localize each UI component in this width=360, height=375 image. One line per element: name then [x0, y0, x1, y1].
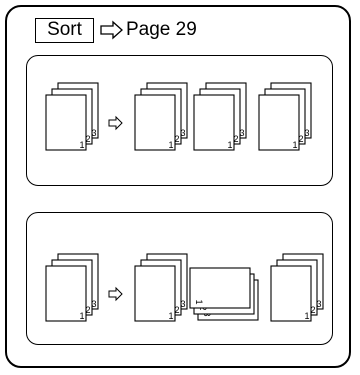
sheet-front-rotated — [189, 267, 251, 309]
sort-label-box: Sort — [35, 18, 94, 43]
sheet-number-1: 1 — [168, 140, 173, 150]
panel-portrait-sort — [26, 55, 333, 186]
sheet-number-2: 2 — [85, 305, 90, 315]
sheet-number-1: 1 — [292, 140, 297, 150]
sheet-number-2: 2 — [174, 134, 179, 144]
sheet-number-3: 3 — [304, 128, 309, 138]
process-arrow-icon — [108, 115, 123, 131]
sheet-front — [45, 265, 87, 322]
sheet-front — [45, 94, 87, 151]
sheet-number-1: 1 — [168, 311, 173, 321]
sheet-number-1: 1 — [227, 140, 232, 150]
sheet-number-3: 3 — [91, 299, 96, 309]
sheet-number-1: 1 — [79, 311, 84, 321]
sheet-number-3: 3 — [316, 299, 321, 309]
page-reference: Page 29 — [126, 19, 197, 40]
sheet-number-3: 3 — [239, 128, 244, 138]
sheet-number-2: 2 — [174, 305, 179, 315]
sort-label: Sort — [47, 19, 82, 40]
sheet-front — [193, 94, 235, 151]
sheet-front — [258, 94, 300, 151]
sheet-number-2: 2 — [298, 134, 303, 144]
sheet-number-3: 3 — [180, 128, 185, 138]
process-arrow-icon — [108, 286, 123, 302]
outer-frame — [5, 5, 351, 368]
sheet-number-1: 1 — [194, 299, 204, 304]
sheet-number-1: 1 — [304, 311, 309, 321]
reference-arrow-icon — [100, 20, 123, 40]
sheet-number-3: 3 — [91, 128, 96, 138]
sheet-front — [134, 265, 176, 322]
sheet-number-1: 1 — [79, 140, 84, 150]
sheet-front — [134, 94, 176, 151]
sheet-number-2: 2 — [310, 305, 315, 315]
sheet-number-2: 2 — [85, 134, 90, 144]
sheet-number-3: 3 — [180, 299, 185, 309]
sheet-number-2: 2 — [233, 134, 238, 144]
panel-rotated-sort — [26, 212, 333, 345]
sheet-front — [270, 265, 312, 322]
